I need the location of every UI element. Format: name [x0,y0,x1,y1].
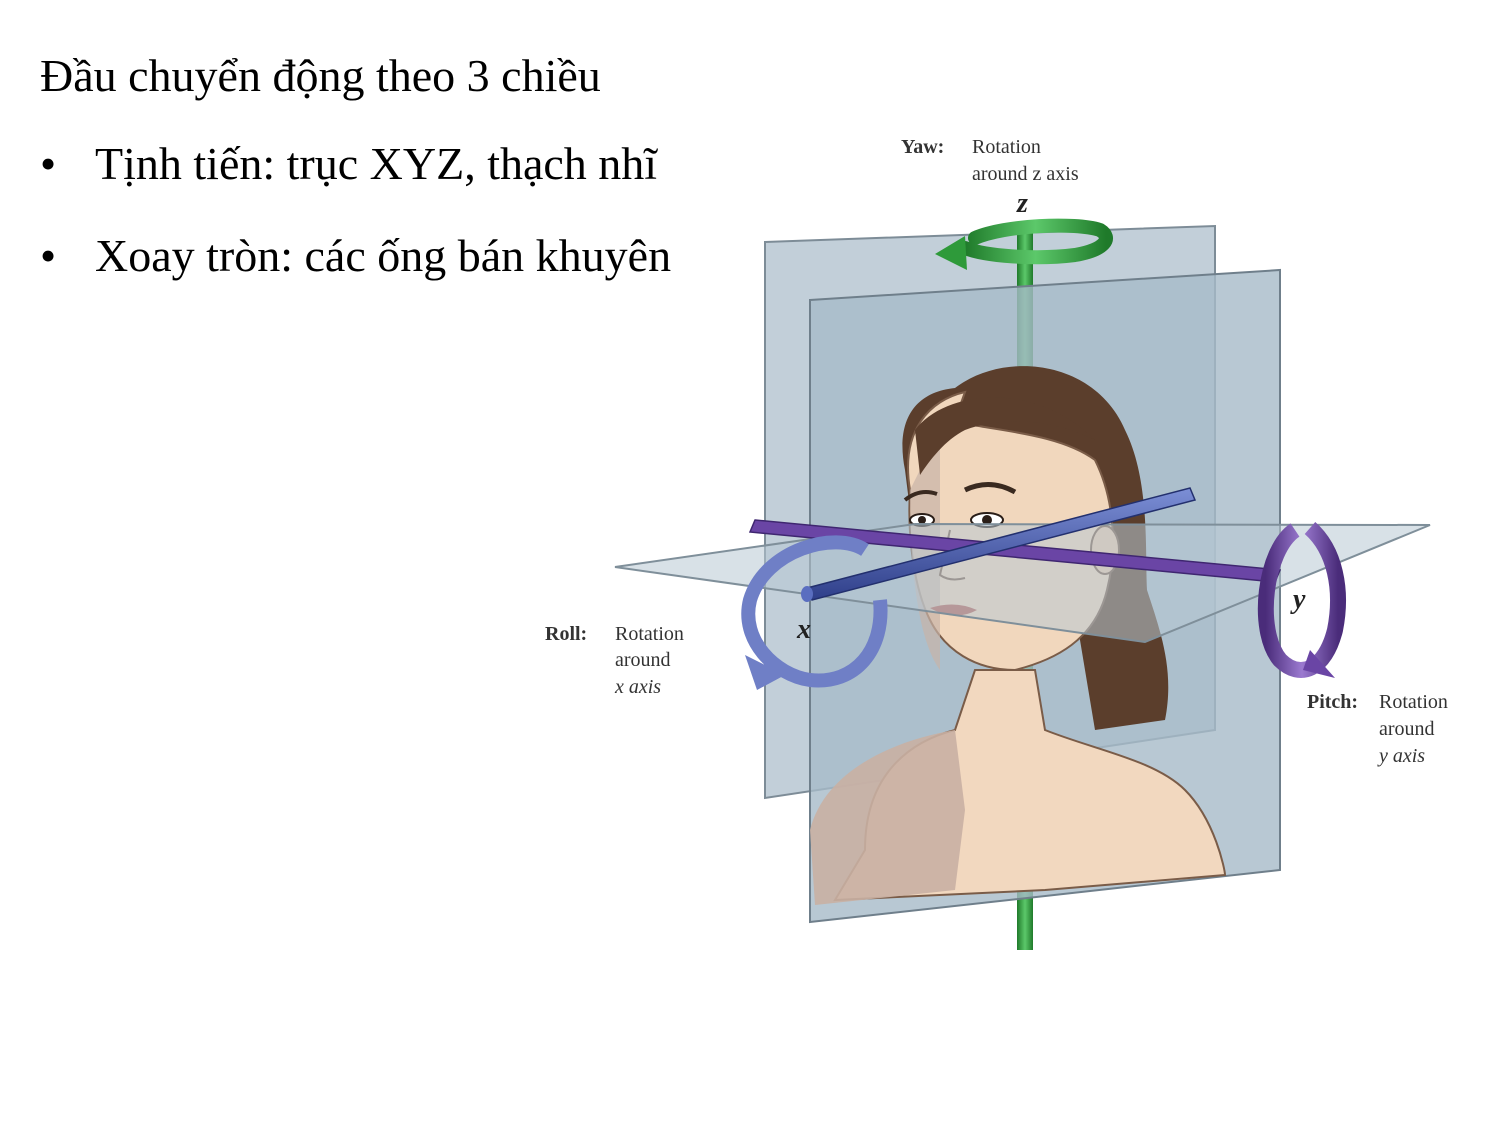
bullet-item: • Tịnh tiến: trục XYZ, thạch nhĩ [40,136,671,192]
roll-line1: Rotation [615,623,684,645]
slide-title: Đầu chuyển động theo 3 chiều [40,50,601,101]
yaw-line1: Rotation [972,136,1041,158]
x-axis-label: x [796,614,811,645]
yaw-arrow [935,218,1113,270]
head-rotation-illustration: z x y Yaw: Rotation around z axis Roll: … [545,136,1448,950]
head-rotation-figure: z x y Yaw: Rotation around z axis Roll: … [535,130,1495,990]
left-shoulder-shade [810,730,965,905]
pitch-arrow [1257,521,1346,678]
yaw-label: Yaw: Rotation around z axis [901,136,1079,185]
bullet-list: • Tịnh tiến: trục XYZ, thạch nhĩ • Xoay … [40,136,671,320]
bullet-text: Tịnh tiến: trục XYZ, thạch nhĩ [95,138,658,189]
bullet-dot-icon: • [40,230,57,281]
pitch-line3: y axis [1377,745,1425,767]
yaw-title: Yaw: [901,136,944,158]
yaw-line2: around z axis [972,163,1079,185]
left-brow [903,490,938,502]
roll-line3: x axis [614,676,661,698]
bullet-text: Xoay tròn: các ống bán khuyên [95,230,672,281]
right-brow [963,482,1017,495]
pitch-line1: Rotation [1379,691,1448,713]
bullet-dot-icon: • [40,138,57,189]
y-axis-label: y [1290,584,1306,615]
z-axis-label: z [1016,188,1028,219]
roll-arrow [741,535,888,690]
hair-front [915,397,1095,475]
roll-label: Roll: Rotation around x axis [545,623,684,698]
roll-title: Roll: [545,623,587,645]
roll-line2: around [615,649,671,671]
pitch-line2: around [1379,718,1435,740]
pitch-title: Pitch: [1307,691,1358,713]
pitch-label: Pitch: Rotation around y axis [1307,691,1448,767]
bullet-item: • Xoay tròn: các ống bán khuyên [40,228,671,284]
